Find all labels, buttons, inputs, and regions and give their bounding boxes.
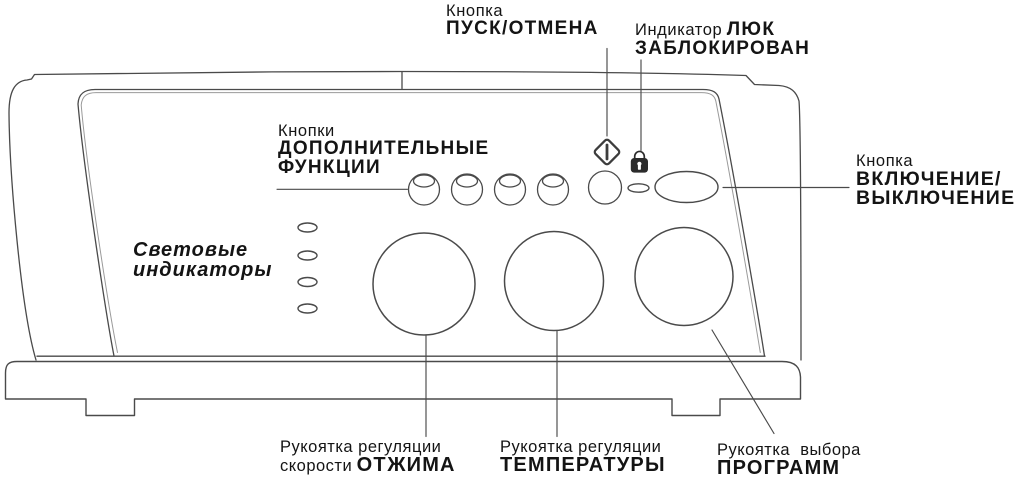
start-cancel-button-drawing xyxy=(587,170,623,205)
function-button-3-cap xyxy=(498,174,522,188)
function-button-1-cap xyxy=(412,174,436,188)
label-spin-desc2: скорости xyxy=(280,457,353,475)
temperature-knob-drawing xyxy=(503,230,605,332)
plinth-base xyxy=(4,360,802,417)
label-program-knob: Рукоятка выбора ПРОГРАММ xyxy=(717,441,861,478)
function-button-3 xyxy=(493,173,527,206)
label-door-locked-word1: ЛЮК xyxy=(726,19,776,40)
label-temperature-knob: Рукоятка регуляции ТЕМПЕРАТУРЫ xyxy=(500,438,666,475)
label-power-line2: ВЫКЛЮЧЕНИЕ xyxy=(856,186,1016,209)
label-start-cancel-kind: Кнопка xyxy=(446,2,504,20)
label-power-line1: ВКЛЮЧЕНИЕ/ xyxy=(856,168,1002,190)
start-cancel-diamond-icon xyxy=(593,138,621,166)
label-door-locked-indicator: Индикатор ЛЮК ЗАБЛОКИРОВАН xyxy=(635,19,811,59)
power-button-drawing xyxy=(654,170,719,204)
control-panel-face xyxy=(77,88,766,357)
light-indicator-lamp-1 xyxy=(297,222,318,233)
label-power-kind: Кнопка xyxy=(856,152,914,170)
label-extra-functions-kind: Кнопки xyxy=(278,122,335,140)
label-spin-name: ОТЖИМА xyxy=(356,454,456,476)
function-button-1 xyxy=(407,173,441,206)
light-indicator-lamp-3 xyxy=(297,276,318,288)
label-power-button: Кнопка ВКЛЮЧЕНИЕ/ ВЫКЛЮЧЕНИЕ xyxy=(856,152,1015,207)
label-light-indicators-line1: Световые xyxy=(133,239,249,261)
door-locked-padlock-icon xyxy=(630,150,648,173)
label-spin-desc: Рукоятка регуляции xyxy=(280,438,442,456)
label-light-indicators-line2: индикаторы xyxy=(133,259,273,281)
control-panel-face-inner-line xyxy=(80,92,761,353)
leader-program-knob xyxy=(711,329,775,435)
label-light-indicators: Световые индикаторы xyxy=(133,240,272,280)
spin-knob-drawing xyxy=(372,232,476,336)
label-extra-functions-line2: ФУНКЦИИ xyxy=(278,156,381,178)
light-indicator-lamp-4 xyxy=(297,303,318,314)
function-button-4 xyxy=(536,173,570,206)
light-indicator-lamp-2 xyxy=(297,250,318,261)
label-temperature-desc: Рукоятка регуляции xyxy=(500,438,662,456)
function-button-2 xyxy=(450,173,484,206)
label-temperature-name: ТЕМПЕРАТУРЫ xyxy=(500,454,666,476)
machine-outline xyxy=(8,70,802,361)
program-knob-drawing xyxy=(634,226,734,327)
label-extra-function-buttons: Кнопки ДОПОЛНИТЕЛЬНЫЕ ФУНКЦИИ xyxy=(278,122,489,177)
label-start-cancel-name: ПУСК/ОТМЕНА xyxy=(446,18,599,39)
label-program-name: ПРОГРАММ xyxy=(717,457,841,479)
function-button-4-cap xyxy=(541,174,565,188)
function-button-2-cap xyxy=(455,174,479,188)
label-program-desc: Рукоятка выбора xyxy=(717,441,861,459)
label-door-locked-kind: Индикатор xyxy=(635,21,723,39)
label-door-locked-word2: ЗАБЛОКИРОВАН xyxy=(635,38,811,59)
label-start-cancel-button: Кнопка ПУСК/ОТМЕНА xyxy=(446,2,599,39)
door-locked-lamp xyxy=(627,183,650,193)
label-extra-functions-line1: ДОПОЛНИТЕЛЬНЫЕ xyxy=(278,138,490,159)
label-spin-knob: Рукоятка регуляции скорости ОТЖИМА xyxy=(280,438,456,476)
